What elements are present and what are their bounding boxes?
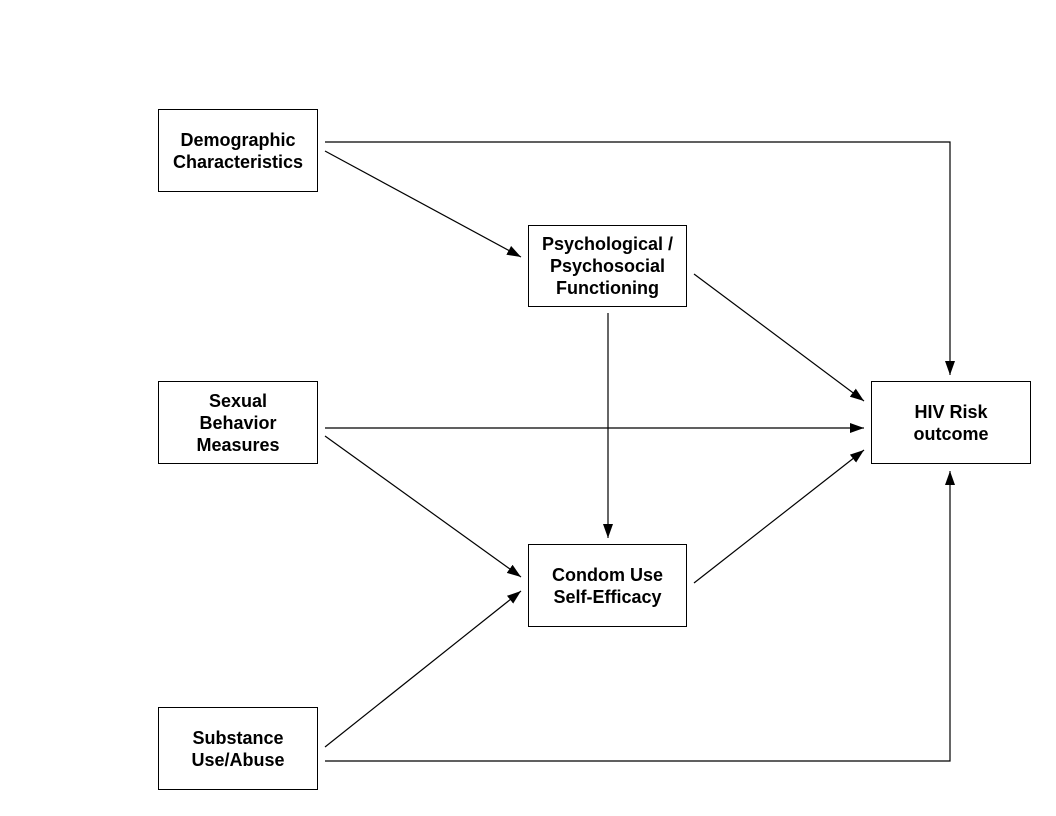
edge-sexual-behavior-to-condom-use [324,435,522,578]
edge-substance-use-to-condom-use [324,590,522,748]
edge-psychological-to-hiv-risk [693,273,865,402]
node-label: Substance Use/Abuse [191,727,285,770]
node-hiv-risk-outcome: HIV Risk outcome [871,381,1031,464]
node-sexual-behavior-measures: Sexual Behavior Measures [158,381,318,464]
edge-demographic-to-hiv-risk [325,141,955,375]
node-label: HIV Risk outcome [913,401,989,444]
node-label: Sexual Behavior Measures [196,390,280,455]
node-label: Demographic Characteristics [172,129,304,172]
edge-substance-use-to-hiv-risk [325,471,955,762]
node-demographic-characteristics: Demographic Characteristics [158,109,318,192]
node-label: Condom Use Self-Efficacy [551,564,663,607]
node-psychological-functioning: Psychological / Psychosocial Functioning [528,225,687,307]
node-substance-use-abuse: Substance Use/Abuse [158,707,318,790]
node-label: Psychological / Psychosocial Functioning [541,234,674,298]
node-condom-use-self-efficacy: Condom Use Self-Efficacy [528,544,687,627]
edge-demographic-to-psychological [324,150,522,258]
edge-condom-use-to-hiv-risk [693,449,865,584]
